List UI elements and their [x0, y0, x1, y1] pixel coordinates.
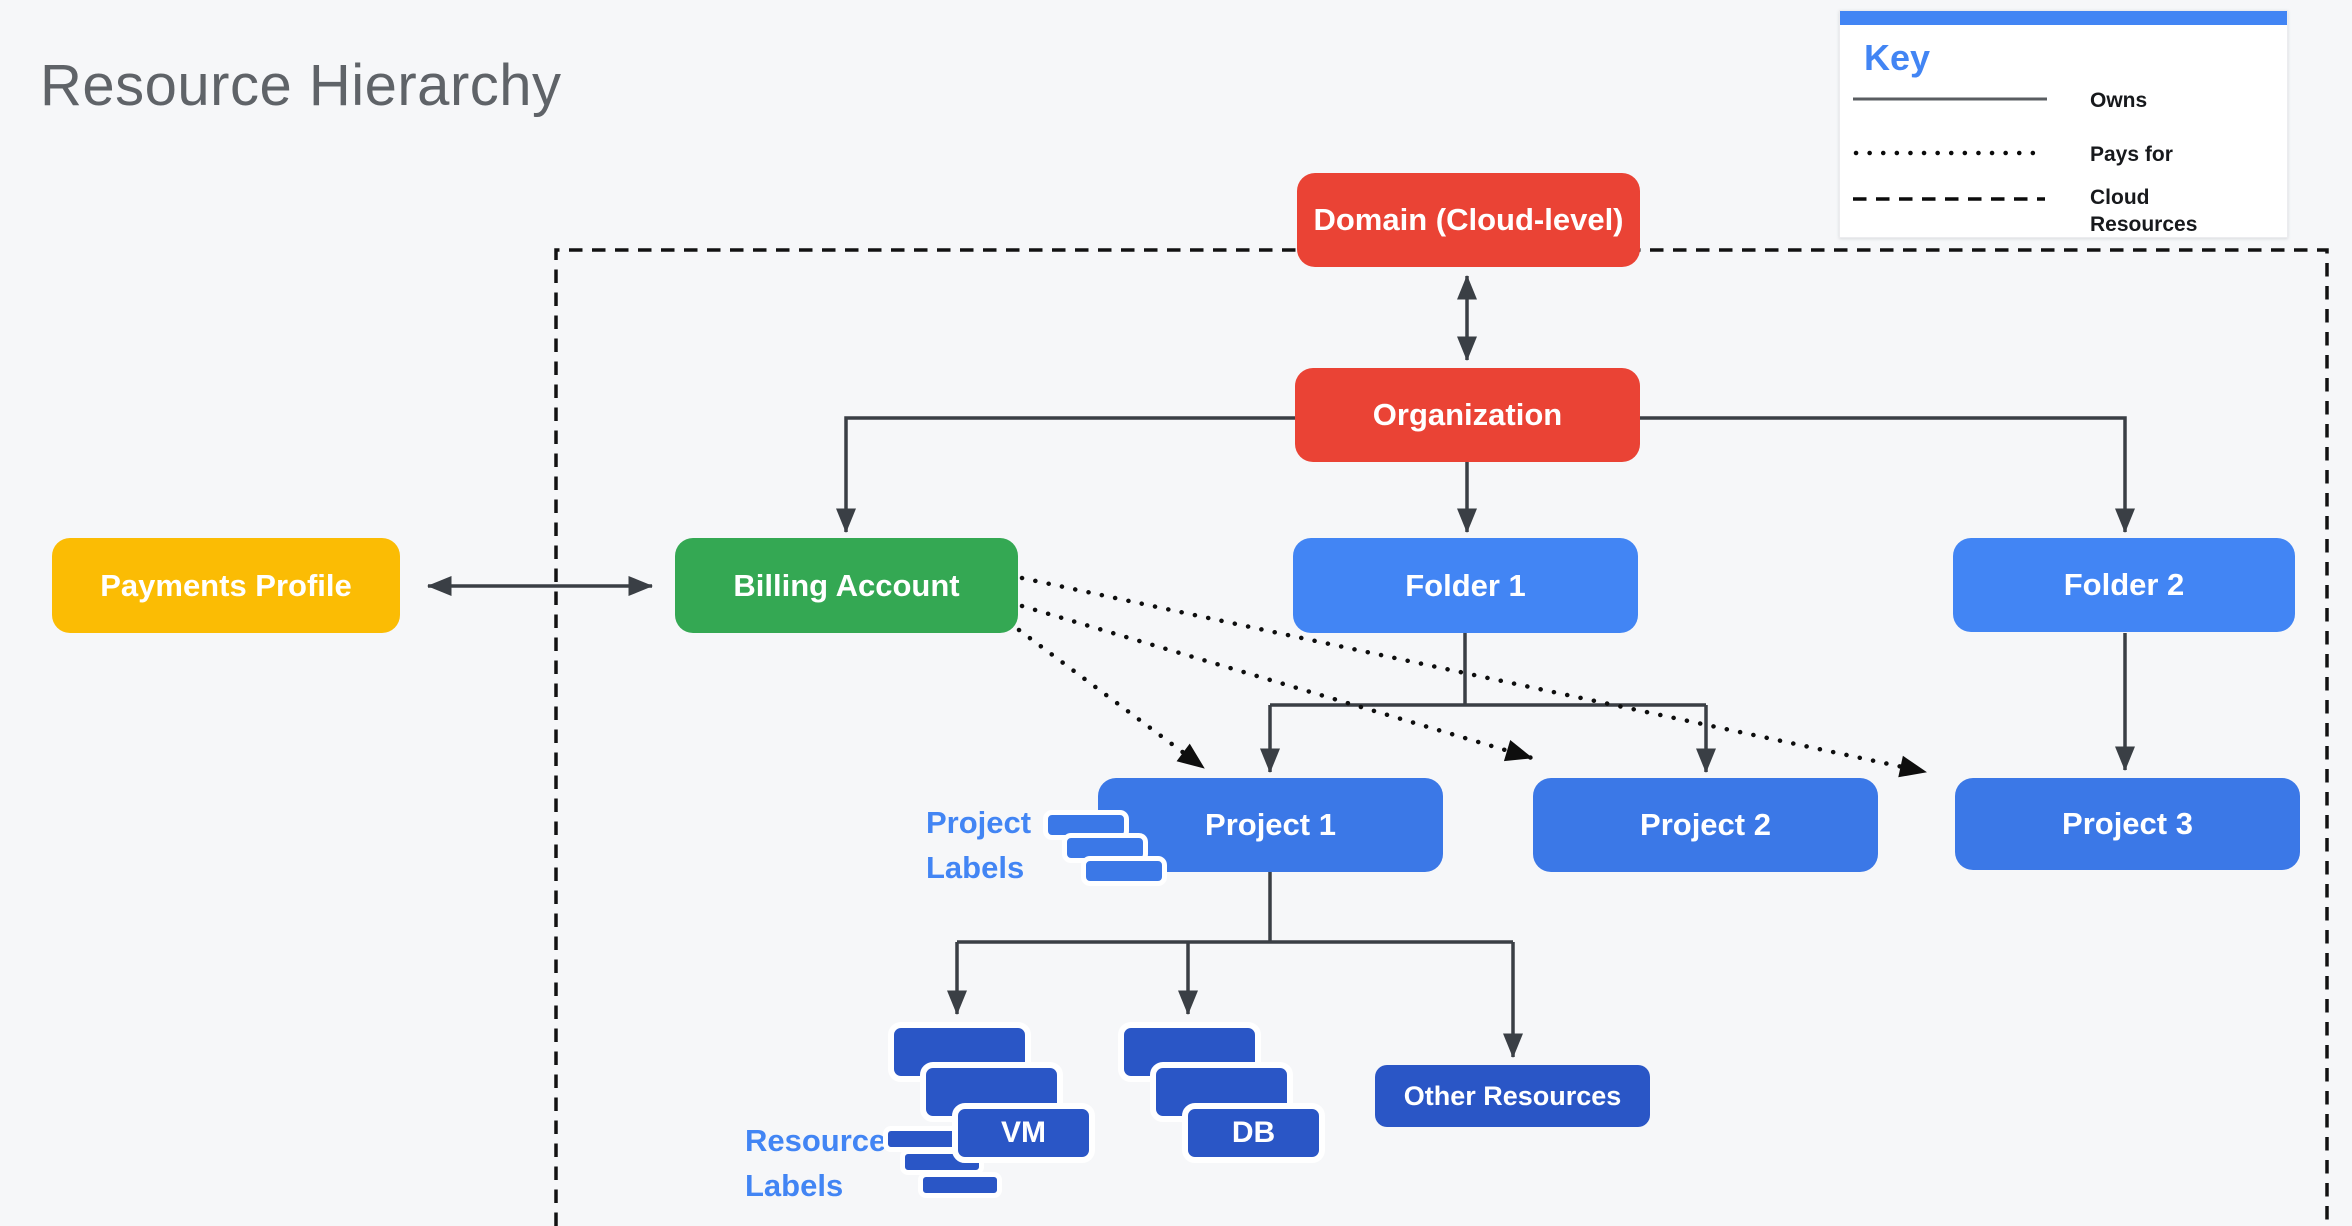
- legend-label-cloud-resources: Cloud Resources: [2090, 186, 2198, 236]
- db-stack-card-front: DB: [1182, 1103, 1325, 1163]
- resource-labels-line2: Labels: [745, 1168, 844, 1203]
- project-labels-stack-icon: [1081, 856, 1167, 886]
- node-project-2: Project 2: [1533, 778, 1878, 872]
- vm-label: VM: [1001, 1116, 1046, 1149]
- key-title: Key: [1864, 37, 1931, 78]
- key-card: Key Owns Pays for Cloud Resources: [1839, 10, 2288, 238]
- legend-label-owns: Owns: [2090, 89, 2148, 112]
- project-labels-line1: Project: [926, 805, 1032, 840]
- node-other-resources: Other Resources: [1375, 1065, 1650, 1127]
- node-project-3: Project 3: [1955, 778, 2300, 870]
- node-domain: Domain (Cloud-level): [1297, 173, 1640, 267]
- pays-for-connectors: [1016, 575, 1929, 778]
- annotation-resource-labels: Resource Labels: [745, 1118, 886, 1208]
- legend-label-pays-for: Pays for: [2090, 143, 2173, 166]
- resource-labels-stack-icon: [918, 1172, 1002, 1198]
- vm-stack-card-front: VM: [952, 1103, 1095, 1163]
- key-accent-bar: [1840, 11, 2287, 25]
- annotation-project-labels: Project Labels: [926, 800, 1031, 890]
- connector-billing-project1: [1016, 627, 1207, 771]
- connector-organization-billing: [836, 416, 1295, 533]
- db-label: DB: [1231, 1116, 1276, 1149]
- legend-line-samples: [1853, 97, 2048, 201]
- owns-connectors: [427, 275, 2135, 1058]
- cloud-resources-boundary: [554, 248, 2329, 1226]
- project-labels-line2: Labels: [926, 850, 1025, 885]
- node-billing-account: Billing Account: [675, 538, 1018, 633]
- node-folder-1: Folder 1: [1293, 538, 1638, 633]
- connector-billing-project3: [1019, 575, 1929, 778]
- page-title: Resource Hierarchy: [40, 53, 562, 118]
- node-organization: Organization: [1295, 368, 1640, 462]
- resource-labels-line1: Resource: [745, 1123, 887, 1158]
- connector-organization-folder2: [1640, 416, 2135, 533]
- node-folder-2: Folder 2: [1953, 538, 2295, 632]
- node-payments-profile: Payments Profile: [52, 538, 400, 633]
